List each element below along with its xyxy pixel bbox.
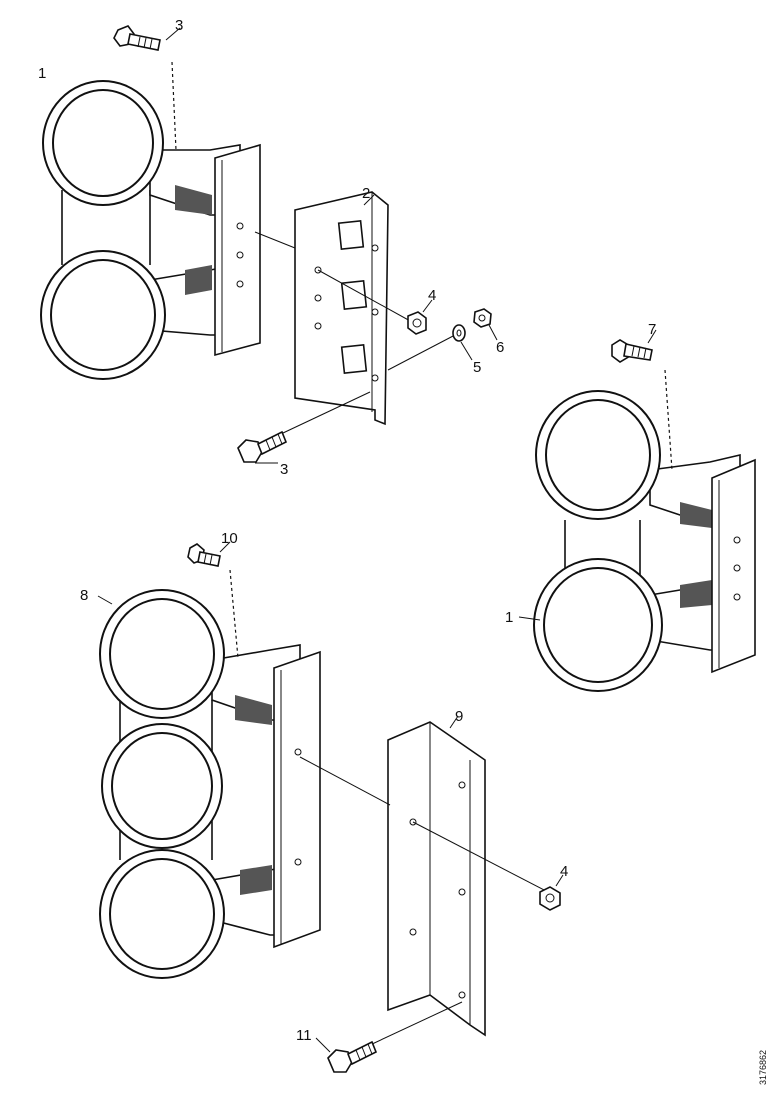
callout-5: 5 [473, 359, 481, 376]
mounting-plate-icon [294, 191, 389, 426]
callout-1-top: 1 [38, 65, 46, 82]
callout-11: 11 [296, 1027, 312, 1044]
hex-head-bolt-icon [113, 25, 161, 51]
assembly-double-clamp-top-left [40, 25, 261, 380]
washer-icon [452, 324, 466, 342]
assembly-double-clamp-right [518, 329, 756, 692]
callout-8: 8 [80, 587, 88, 604]
callout-3-bottom: 3 [280, 461, 288, 478]
hex-head-bolt-icon [237, 430, 288, 463]
document-number: 3176862 [758, 1050, 768, 1085]
callout-4-bottom: 4 [560, 863, 568, 880]
hex-nut-icon [539, 886, 561, 911]
mounting-plate-icon [387, 721, 486, 1037]
callout-1-right: 1 [505, 609, 513, 626]
callout-6: 6 [496, 339, 504, 356]
hex-head-bolt-icon [327, 1040, 378, 1073]
callout-3-top: 3 [175, 17, 183, 34]
assembly-triple-clamp-bottom-left [97, 541, 321, 979]
hex-nut-icon [473, 308, 492, 328]
hex-head-bolt-icon [611, 339, 653, 363]
callout-4-top: 4 [428, 287, 436, 304]
callout-9: 9 [455, 708, 463, 725]
callout-7: 7 [648, 321, 656, 338]
hex-nut-icon [407, 311, 427, 335]
callout-10: 10 [221, 530, 238, 547]
callout-2: 2 [362, 185, 370, 202]
hex-head-bolt-icon [187, 543, 221, 567]
